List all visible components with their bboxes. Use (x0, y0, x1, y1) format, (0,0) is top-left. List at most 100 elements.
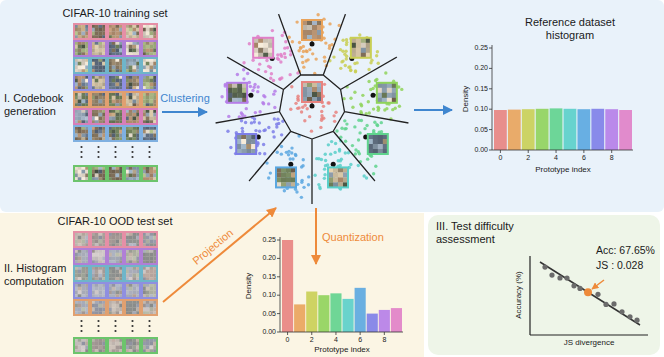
cluster-point (380, 121, 383, 124)
image-pixel (99, 83, 103, 87)
cluster-point (236, 73, 239, 76)
cluster-point (349, 97, 352, 100)
cluster-point (290, 146, 293, 149)
clustering-arrow (162, 111, 207, 113)
cluster-point (374, 79, 377, 82)
panel-ground (0, 213, 424, 357)
image-pixel (338, 172, 343, 177)
cluster-point (295, 20, 298, 23)
image-pixel (258, 43, 263, 48)
image-frame (74, 24, 89, 39)
image-pixel (312, 92, 317, 97)
image-pixel (116, 113, 120, 117)
image-pixel (146, 134, 150, 138)
image-pixel (133, 100, 137, 104)
scatter-art (530, 256, 648, 335)
cluster-point (300, 196, 303, 199)
cluster-point (283, 189, 286, 192)
image-thumbnail (74, 166, 89, 181)
image-pixel (150, 287, 154, 291)
cluster-point (262, 143, 265, 146)
image-pixel (150, 274, 154, 278)
cluster-point (305, 50, 308, 53)
image-pixel (112, 304, 116, 308)
image-pixel (99, 113, 103, 117)
image-pixel (78, 236, 82, 240)
image-pixel (82, 62, 86, 66)
cluster-point (284, 40, 287, 43)
cluster-point (256, 85, 259, 88)
image-pixel (150, 174, 154, 178)
image-pixel (129, 287, 133, 291)
image-thumbnail (125, 166, 140, 181)
image-frame (74, 92, 89, 107)
image-frame (74, 249, 89, 264)
image-pixel (116, 257, 120, 261)
cluster-point (323, 177, 326, 180)
cluster-point (307, 175, 310, 178)
image-thumbnail (108, 75, 123, 90)
cluster-point (345, 57, 348, 60)
image-thumbnail (108, 283, 123, 298)
image-pixel (112, 28, 116, 32)
image-pixel (78, 117, 82, 121)
cluster-point (377, 62, 380, 65)
image-frame (108, 41, 123, 56)
image-pixel (387, 93, 392, 98)
image-frame (91, 75, 106, 90)
image-pixel (129, 83, 133, 87)
cluster-point (258, 152, 261, 155)
image-pixel (116, 304, 120, 308)
image-thumbnail (351, 38, 371, 58)
cluster-point (323, 167, 326, 170)
image-thumbnail (74, 266, 89, 281)
image-frame (125, 126, 140, 141)
image-pixel (95, 257, 99, 261)
cluster-point (318, 185, 321, 188)
axis-tick (489, 109, 492, 110)
image-pixel (112, 32, 116, 36)
image-pixel (99, 96, 103, 100)
cluster-point (345, 122, 348, 125)
cluster-point (264, 70, 267, 73)
cluster-point (251, 58, 254, 61)
image-thumbnail (108, 58, 123, 73)
image-frame (108, 24, 123, 39)
image-pixel (146, 32, 150, 36)
image-pixel (237, 88, 242, 93)
cluster-point (267, 65, 270, 68)
ellipsis-dot (97, 151, 99, 153)
image-frame (91, 92, 106, 107)
cluster-point (354, 69, 357, 72)
axis-tick (489, 68, 492, 69)
image-pixel (146, 274, 150, 278)
histogram-chart: Reference dataset histogramDensity0.000.… (456, 12, 640, 178)
image-pixel (78, 113, 82, 117)
image-pixel (95, 240, 99, 244)
image-pixel (112, 287, 116, 291)
image-frame (125, 266, 140, 281)
image-pixel (95, 308, 99, 312)
cluster-point (248, 42, 251, 45)
image-pixel (133, 45, 137, 49)
image-frame (108, 338, 123, 353)
ellipsis-dot (80, 156, 82, 158)
image-thumbnail (142, 232, 157, 247)
image-pixel (133, 134, 137, 138)
image-pixel (112, 342, 116, 346)
ellipsis-dot (131, 320, 133, 322)
image-pixel (150, 113, 154, 117)
image-pixel (95, 134, 99, 138)
cluster-point (343, 127, 346, 130)
prototype-dot (331, 162, 336, 167)
image-pixel (146, 45, 150, 49)
axis-tick (277, 240, 280, 241)
image-pixel (129, 117, 133, 121)
axis-tick (489, 129, 492, 130)
histogram-bar (591, 109, 604, 150)
image-frame (142, 266, 157, 281)
image-thumbnail (125, 24, 140, 39)
image-grid-art (74, 232, 157, 353)
cluster-point (273, 106, 276, 109)
image-frame (74, 338, 89, 353)
